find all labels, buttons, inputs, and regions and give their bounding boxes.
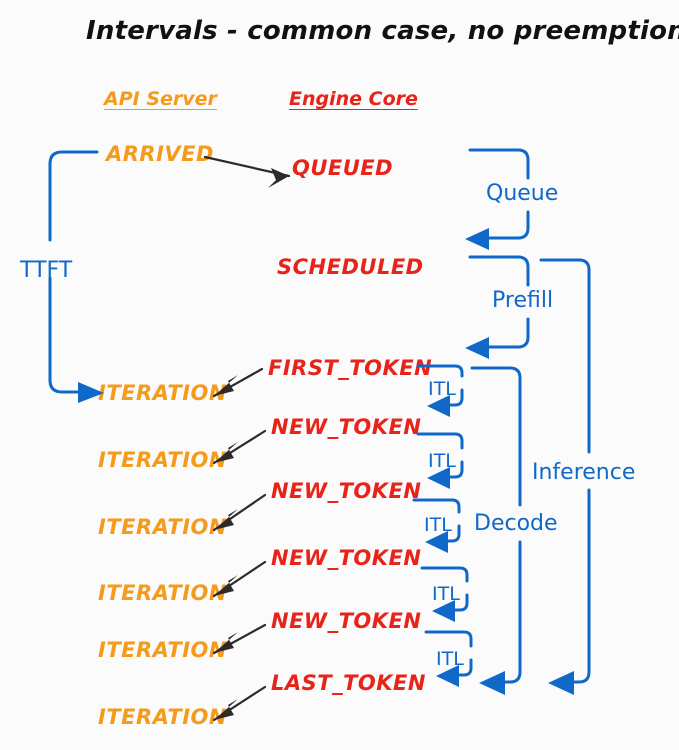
interval-label-itl-5: ITL — [436, 648, 464, 670]
arrow-new-token-to-iteration-4 — [212, 560, 267, 598]
arrow-arrived-to-queued — [203, 155, 291, 188]
bracket-decode — [470, 366, 522, 695]
bracket-ttft — [48, 150, 104, 403]
arrow-first-token-to-iteration-1 — [212, 367, 264, 398]
state-new-token-3: NEW_TOKEN — [271, 546, 422, 570]
interval-label-itl-3: ITL — [424, 514, 452, 536]
arrow-new-token-to-iteration-2 — [212, 429, 267, 465]
interval-label-ttft: TTFT — [20, 258, 73, 283]
bracket-itl-5 — [424, 630, 473, 687]
arrow-new-token-to-iteration-3 — [212, 493, 267, 532]
bracket-itl-1 — [416, 364, 464, 417]
interval-label-inference: Inference — [532, 460, 636, 485]
bracket-queue — [465, 148, 530, 250]
bracket-itl-2 — [416, 432, 464, 489]
state-queued: QUEUED — [292, 156, 394, 180]
arrow-last-token-to-iteration-6 — [212, 685, 267, 722]
state-iteration-1: ITERATION — [98, 381, 227, 405]
state-iteration-6: ITERATION — [98, 705, 227, 729]
bracket-itl-4 — [420, 566, 469, 622]
interval-label-decode: Decode — [474, 511, 558, 536]
state-new-token-1: NEW_TOKEN — [271, 415, 422, 439]
state-first-token: FIRST_TOKEN — [268, 356, 433, 380]
state-new-token-4: NEW_TOKEN — [271, 609, 422, 633]
interval-label-queue: Queue — [486, 181, 559, 206]
interval-label-itl-2: ITL — [428, 450, 456, 472]
state-new-token-2: NEW_TOKEN — [271, 479, 422, 503]
state-iteration-5: ITERATION — [98, 638, 227, 662]
interval-label-prefill: Prefill — [492, 288, 554, 313]
arrow-new-token-to-iteration-5 — [212, 623, 267, 655]
state-arrived: ARRIVED — [106, 142, 214, 166]
state-last-token: LAST_TOKEN — [271, 671, 426, 695]
page-title: Intervals - common case, no preemptions — [86, 16, 679, 46]
interval-label-itl-4: ITL — [432, 583, 460, 605]
state-iteration-3: ITERATION — [98, 515, 227, 539]
bracket-prefill — [465, 255, 530, 359]
state-scheduled: SCHEDULED — [277, 255, 424, 279]
column-header-api-server: API Server — [104, 88, 217, 110]
state-iteration-4: ITERATION — [98, 581, 227, 605]
state-iteration-2: ITERATION — [98, 448, 227, 472]
bracket-itl-3 — [412, 498, 461, 553]
interval-label-itl-1: ITL — [428, 378, 456, 400]
bracket-inference — [539, 258, 591, 695]
column-header-engine-core: Engine Core — [289, 88, 418, 110]
